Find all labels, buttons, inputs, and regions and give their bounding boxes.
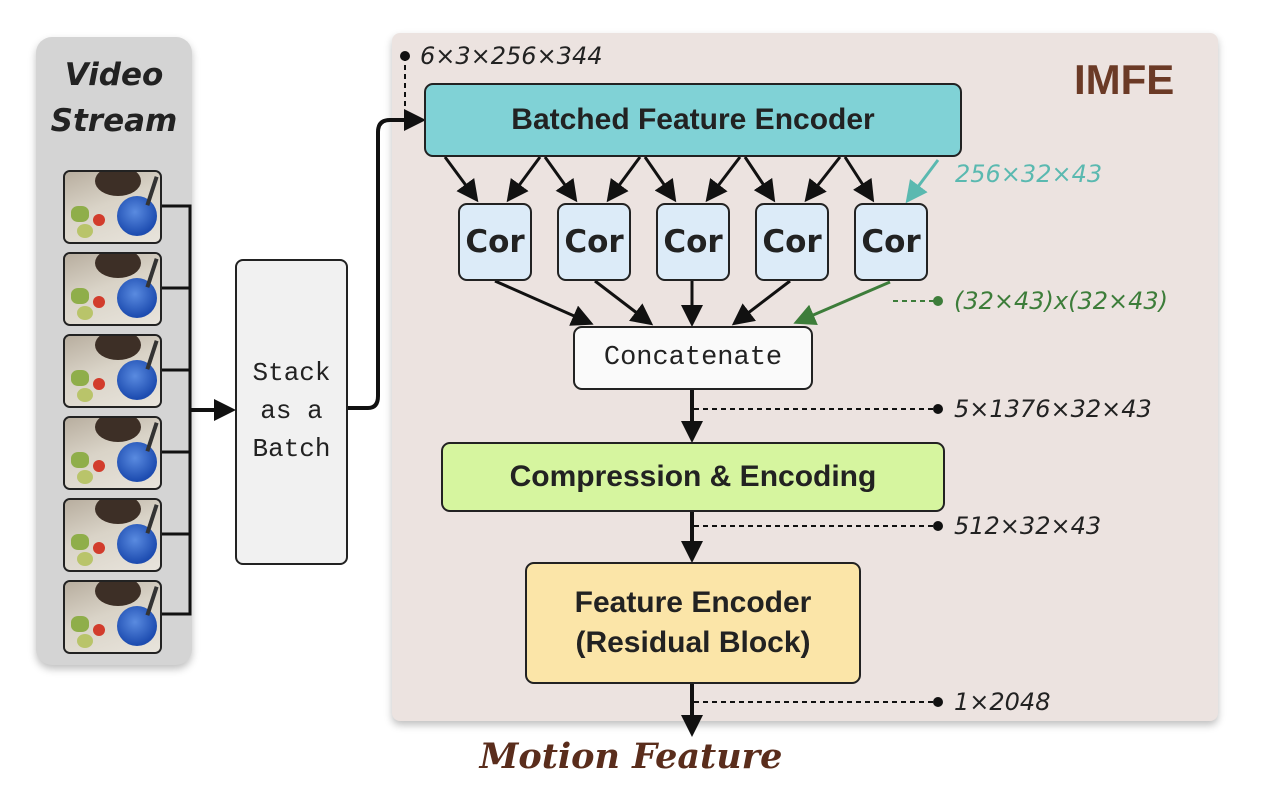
- shape-dashes: [694, 408, 938, 703]
- cor-block-4: Cor: [755, 203, 829, 281]
- cor-block-3: Cor: [656, 203, 730, 281]
- stack-batch-label: Stack as a Batch: [252, 358, 331, 464]
- stack-batch-box: [235, 259, 348, 565]
- encoder-to-cor-arrows: [443, 156, 875, 203]
- cor-block-1: Cor: [458, 203, 532, 281]
- motion-feature-label: Motion Feature: [479, 736, 783, 777]
- video-frame-5: [63, 498, 162, 572]
- video-frame-2: [63, 252, 162, 326]
- concat-shape-dot: [933, 404, 943, 414]
- video-frame-1: [63, 170, 162, 244]
- green-cor-arrow: [793, 280, 891, 325]
- compression-shape-dot: [933, 521, 943, 531]
- feature-encoder-line2: (Residual Block): [575, 626, 811, 659]
- cor-to-concat-arrows: [494, 279, 791, 327]
- imfe-title: IMFE: [1074, 56, 1175, 103]
- compression-encoding-block: Compression & Encoding: [441, 442, 945, 512]
- cor-block-2: Cor: [557, 203, 631, 281]
- video-stream-title: Video Stream: [36, 52, 192, 144]
- frames-bracket: [162, 204, 192, 616]
- video-frame-3: [63, 334, 162, 408]
- cor-shape-dot: [933, 296, 943, 306]
- input-shape-label: 6×3×256×344: [420, 42, 603, 70]
- video-frame-4: [63, 416, 162, 490]
- concat-shape-label: 5×1376×32×43: [954, 395, 1152, 423]
- feature-shape-label: 256×32×43: [955, 160, 1103, 188]
- feature-encoder-line1: Feature Encoder: [574, 586, 812, 619]
- teal-feature-arrow: [905, 159, 940, 204]
- output-shape-label: 1×2048: [954, 688, 1051, 716]
- video-stream-title-line1: Video: [64, 57, 164, 93]
- arrow-stack-to-encoder: [348, 109, 426, 410]
- output-shape-dot: [933, 697, 943, 707]
- video-stream-title-line2: Stream: [50, 103, 178, 139]
- feature-encoder-block: Feature Encoder (Residual Block): [525, 562, 861, 684]
- concatenate-block: Concatenate: [573, 326, 813, 390]
- cor-shape-label: (32×43)x(32×43): [954, 287, 1169, 315]
- cor-block-5: Cor: [854, 203, 928, 281]
- video-frame-6: [63, 580, 162, 654]
- compression-shape-label: 512×32×43: [954, 512, 1102, 540]
- batched-feature-encoder: Batched Feature Encoder: [424, 83, 962, 157]
